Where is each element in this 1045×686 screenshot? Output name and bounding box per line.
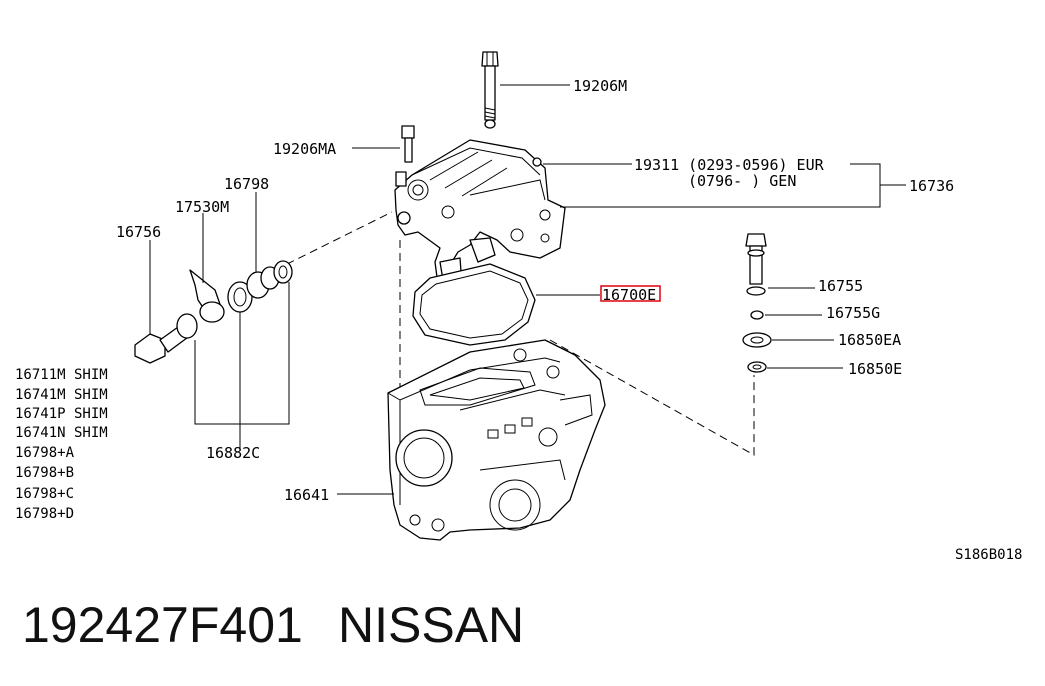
reference-code: S186B018 <box>955 547 1022 563</box>
label-16756: 16756 <box>116 223 161 241</box>
label-19311: 19311 (0293-0596) EUR <box>634 156 825 174</box>
label-16755: 16755 <box>818 277 863 295</box>
shim-item: 16711M SHIM <box>15 367 108 383</box>
shim-item: 16798+B <box>15 465 74 481</box>
spring-17530m <box>189 269 225 323</box>
shim-item: 16798+C <box>15 486 74 502</box>
label-16850e: 16850E <box>848 360 902 378</box>
throttle-body-16641 <box>387 339 606 541</box>
shim-item: 16741M SHIM <box>15 387 108 403</box>
label-16700e[interactable]: 16700E <box>602 286 656 304</box>
rings-16798 <box>227 260 293 313</box>
washer-16850ea <box>742 332 772 348</box>
screw-16756 <box>134 313 198 364</box>
shim-list: 16711M SHIM 16741M SHIM 16741P SHIM 1674… <box>15 367 108 522</box>
washer-16850e <box>747 361 767 373</box>
shim-item: 16798+D <box>15 506 74 522</box>
gasket-16700e <box>412 263 536 346</box>
shim-item: 16741P SHIM <box>15 406 108 422</box>
part-number: 192427F401 <box>22 597 303 653</box>
shim-item: 16741N SHIM <box>15 425 108 441</box>
label-19206ma: 19206MA <box>273 140 336 158</box>
label-16755g: 16755G <box>826 304 880 322</box>
grommet-16755g <box>750 310 764 320</box>
label-16798: 16798 <box>224 175 269 193</box>
shim-item: 16798+A <box>15 445 75 461</box>
bolt-19206ma <box>401 125 415 163</box>
highlight-box-16700e <box>600 285 661 302</box>
brand-name: NISSAN <box>338 597 525 653</box>
label-19206m: 19206M <box>573 77 627 95</box>
label-16882c: 16882C <box>206 444 260 462</box>
label-17530m: 17530M <box>175 198 229 216</box>
label-16850ea: 16850EA <box>838 331 901 349</box>
bolt-19206m <box>481 51 499 129</box>
injector-16755 <box>745 233 767 296</box>
label-19311-gen: (0796- ) GEN <box>688 172 796 190</box>
label-16736: 16736 <box>909 177 954 195</box>
label-16641: 16641 <box>284 486 329 504</box>
